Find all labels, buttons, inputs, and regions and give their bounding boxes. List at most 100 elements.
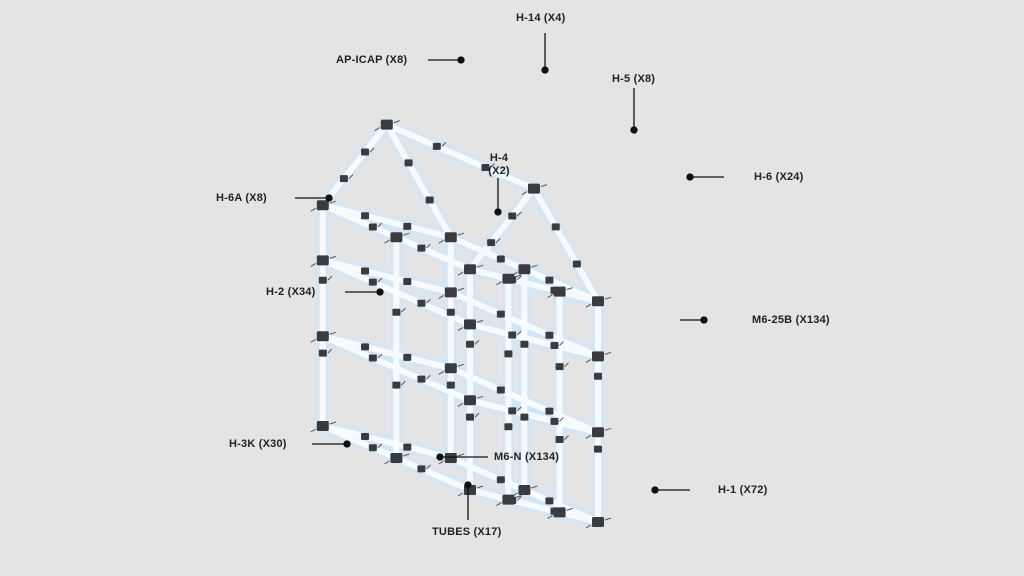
connector-small xyxy=(368,444,377,452)
bolt xyxy=(516,211,522,217)
connector-small xyxy=(361,343,370,351)
bolt xyxy=(564,435,569,440)
bolt xyxy=(310,338,317,343)
connector-small xyxy=(403,443,412,451)
leader-dot xyxy=(700,316,708,324)
bolt xyxy=(516,496,522,501)
connector-small xyxy=(318,276,327,284)
bolt xyxy=(384,239,390,244)
connector-small xyxy=(594,372,602,380)
label-h6: H-6 (X24) xyxy=(754,171,804,183)
connector-small xyxy=(550,342,559,350)
connector-small xyxy=(368,354,377,362)
bolt xyxy=(329,331,336,335)
connector xyxy=(316,255,329,266)
label-h4-name: H-4 xyxy=(489,152,509,164)
bolt xyxy=(476,485,484,489)
bolt xyxy=(474,339,480,345)
connector-small xyxy=(508,331,517,339)
bolt xyxy=(327,275,333,281)
connector xyxy=(444,287,457,298)
tube xyxy=(319,333,454,372)
connector-small xyxy=(550,286,559,294)
label-h4-qty: (X2) xyxy=(488,165,510,177)
bolt xyxy=(401,380,406,386)
connector xyxy=(390,453,403,463)
bolt xyxy=(457,402,464,407)
leader-dot xyxy=(651,486,659,494)
connector xyxy=(316,421,329,431)
bolt xyxy=(377,353,383,359)
leader-dot xyxy=(464,481,472,489)
tube xyxy=(319,423,454,461)
label-h2: H-2 (X34) xyxy=(266,286,316,298)
label-h5: H-5 (X8) xyxy=(612,73,656,85)
connector-small xyxy=(545,276,554,284)
connector-small xyxy=(368,278,377,286)
connector xyxy=(592,427,604,438)
bolt xyxy=(403,232,410,236)
bolt xyxy=(329,421,336,425)
tube xyxy=(319,333,473,404)
connector-small xyxy=(572,260,581,268)
connector xyxy=(444,363,457,374)
tube xyxy=(383,121,537,192)
leader-dot xyxy=(376,288,384,296)
bolt xyxy=(377,222,383,228)
tube xyxy=(531,185,601,305)
tube xyxy=(319,202,454,241)
bolt xyxy=(403,453,410,457)
leader-dot xyxy=(436,453,444,461)
connector-small xyxy=(417,299,426,307)
connector-small xyxy=(487,239,496,247)
connector-small xyxy=(361,148,370,156)
tube xyxy=(319,121,390,209)
bolt xyxy=(457,363,464,367)
bolt xyxy=(566,287,573,291)
connector-small xyxy=(504,423,513,431)
connector-small xyxy=(432,142,441,150)
connector-small xyxy=(496,476,505,484)
leader-dot xyxy=(494,208,502,216)
connector-small xyxy=(545,407,554,415)
connector-small xyxy=(496,255,505,263)
connector-small xyxy=(417,244,426,252)
connector xyxy=(518,264,531,275)
tube xyxy=(319,257,473,328)
bolt xyxy=(457,271,464,276)
connector xyxy=(592,351,604,362)
connector xyxy=(444,453,457,463)
connector-small xyxy=(508,407,517,415)
connector-small xyxy=(466,413,474,421)
connector-small xyxy=(361,267,370,275)
bolt xyxy=(457,453,464,457)
bolt xyxy=(566,507,573,511)
bolt xyxy=(374,127,381,132)
bolt xyxy=(604,517,612,521)
connector-small xyxy=(555,363,564,371)
bolt xyxy=(516,330,522,336)
connector-small xyxy=(508,497,517,505)
tube xyxy=(467,321,601,360)
connector-small xyxy=(403,278,412,286)
connector xyxy=(528,183,540,194)
bolt xyxy=(310,262,317,267)
connector-small xyxy=(339,175,348,183)
connector-small xyxy=(446,308,455,316)
bolt xyxy=(516,406,522,412)
tube xyxy=(467,185,537,273)
bolt xyxy=(585,524,592,529)
leader-dot xyxy=(541,66,549,74)
label-tubes: TUBES (X17) xyxy=(432,526,502,538)
bolt xyxy=(515,274,522,278)
bolt xyxy=(547,514,553,519)
connector-small xyxy=(404,159,413,167)
tube xyxy=(447,289,601,360)
bolt xyxy=(377,277,383,283)
connector xyxy=(316,331,329,342)
connector-small xyxy=(446,381,455,389)
bolt xyxy=(438,370,445,375)
bolt xyxy=(426,243,431,249)
bolt xyxy=(393,120,400,124)
bolt xyxy=(604,296,612,300)
